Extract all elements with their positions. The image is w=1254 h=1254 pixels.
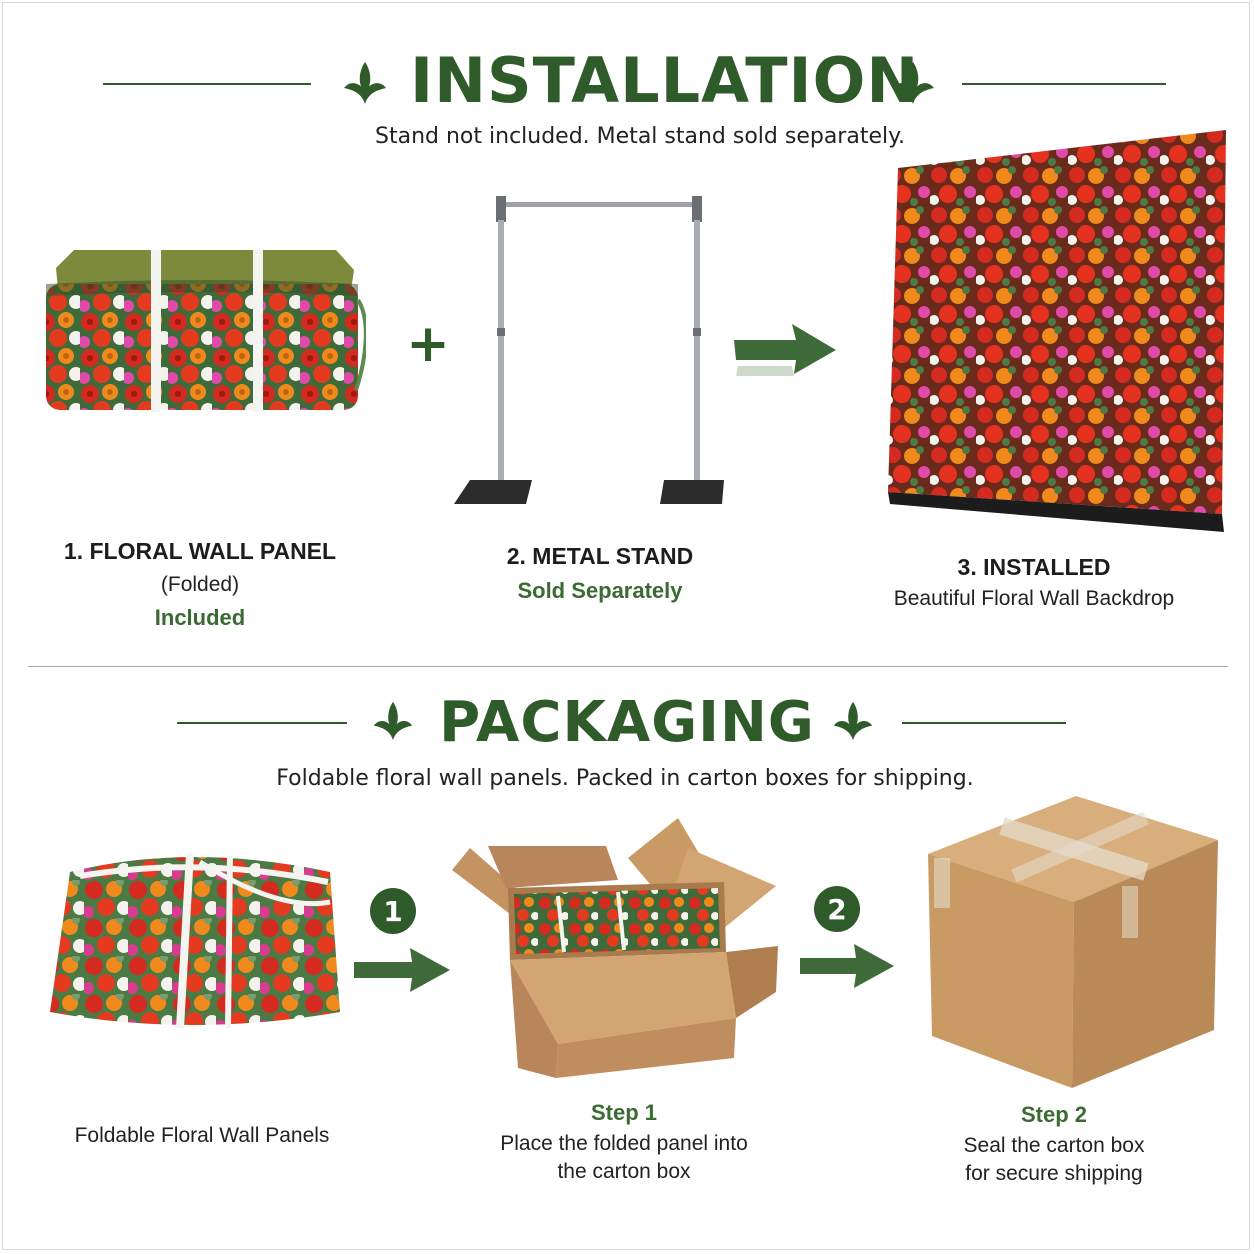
section-divider (28, 666, 1228, 667)
folded-floral-panel-image (46, 250, 366, 412)
item3-sub: Beautiful Floral Wall Backdrop (893, 587, 1175, 610)
plus-icon: + (406, 314, 450, 374)
step2-head: Step 2 (1020, 1102, 1088, 1127)
step1-head: Step 1 (590, 1100, 658, 1125)
packaging-subtitle: Foldable floral wall panels. Packed in c… (276, 766, 974, 791)
title-rule-right (902, 722, 1066, 724)
step2-line2: for secure shipping (965, 1162, 1143, 1185)
leaf-sprig-icon (344, 62, 386, 104)
sealed-carton-box-image (928, 796, 1218, 1088)
item3-head: 3. INSTALLED (957, 554, 1111, 580)
arrow-right-icon (734, 324, 836, 376)
step2-line1: Seal the carton box (963, 1134, 1145, 1157)
installation-title: INSTALLATION (410, 44, 920, 117)
step1-line2: the carton box (557, 1160, 691, 1183)
item1-caption: 1. FLORAL WALL PANEL (Folded) Included (40, 538, 360, 631)
leaf-sprig-icon (373, 701, 413, 741)
leaf-sprig-icon (892, 62, 934, 104)
item2-caption: 2. METAL STAND Sold Separately (440, 543, 760, 604)
step-number-1: 1 (370, 888, 416, 934)
installation-subtitle: Stand not included. Metal stand sold sep… (375, 124, 905, 149)
metal-stand-image (454, 196, 724, 504)
arrow-right-icon (354, 948, 450, 992)
step1-line1: Place the folded panel into (500, 1132, 748, 1155)
item1-sub: (Folded) (160, 573, 240, 596)
item2-status: Sold Separately (517, 578, 683, 603)
arrow-right-icon (800, 944, 894, 988)
step1-caption: Step 1 Place the folded panel into the c… (464, 1100, 784, 1184)
item1-head: 1. FLORAL WALL PANEL (63, 538, 337, 564)
step-number-2: 2 (814, 886, 860, 932)
leaf-sprig-icon (833, 701, 873, 741)
item2-head: 2. METAL STAND (506, 543, 694, 569)
packaging-item1-caption: Foldable Floral Wall Panels (74, 1124, 330, 1147)
item1-status: Included (154, 605, 246, 630)
open-carton-box-image (452, 818, 778, 1078)
title-rule-left (177, 722, 347, 724)
title-rule-right (962, 83, 1166, 85)
packaging-title: PACKAGING (439, 690, 815, 755)
step2-caption: Step 2 Seal the carton box for secure sh… (894, 1102, 1214, 1186)
item3-caption: 3. INSTALLED Beautiful Floral Wall Backd… (874, 554, 1194, 611)
installed-floral-wall-image (888, 130, 1226, 532)
folded-floral-bundle-image (50, 853, 340, 1029)
title-rule-left (103, 83, 311, 85)
